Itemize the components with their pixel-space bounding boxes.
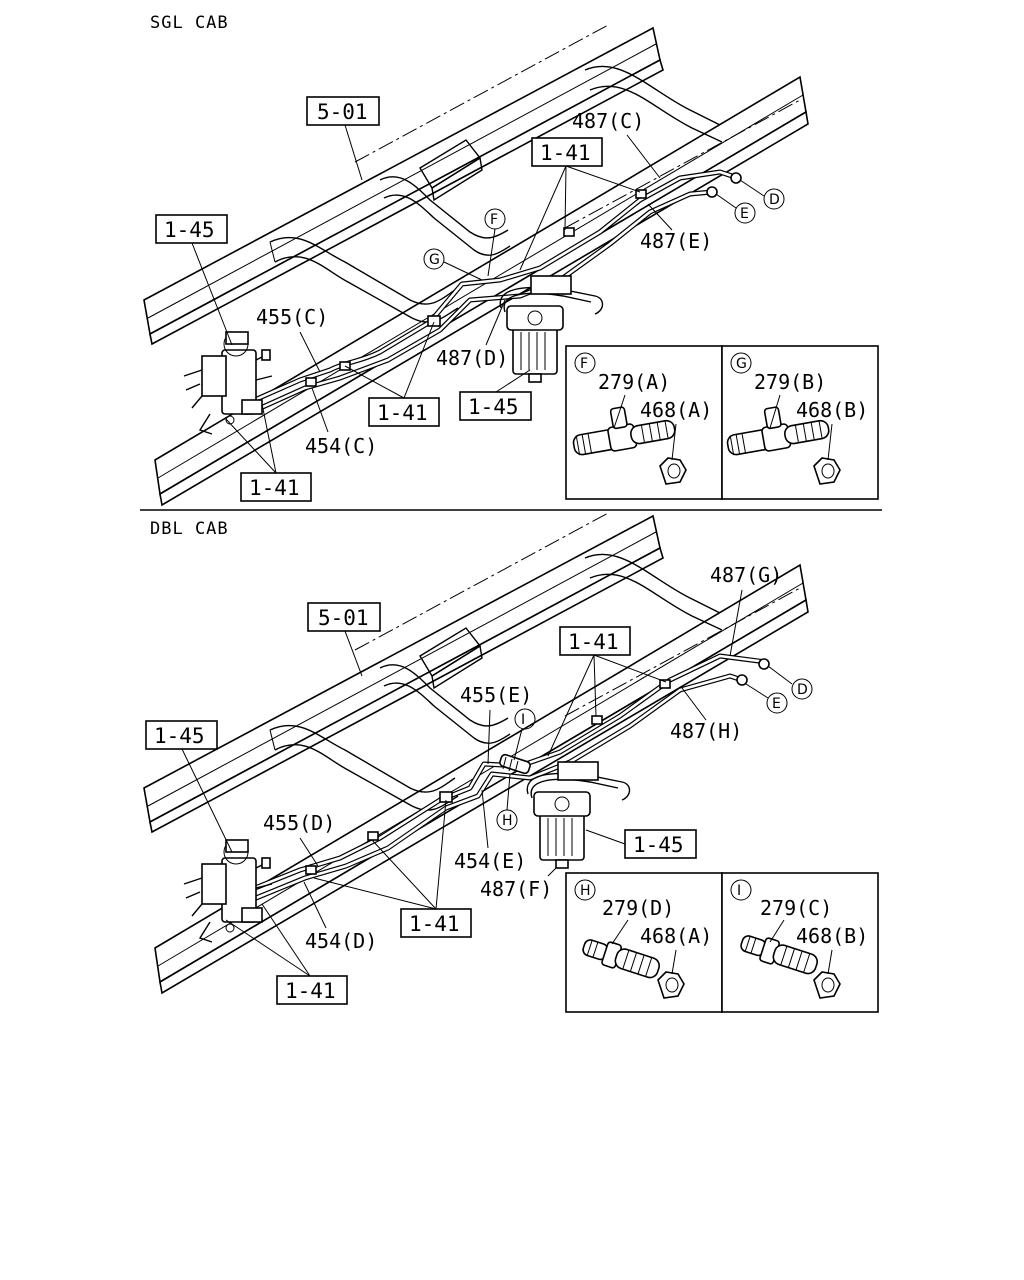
detail-f-468: 468(A) <box>640 398 712 422</box>
svg-text:D: D <box>769 192 780 208</box>
sgl-ref-1-41-top: 1-41 <box>540 141 591 165</box>
svg-text:E: E <box>740 206 749 222</box>
dbl-detail-h: H 279(D) 468(A) <box>565 872 723 1013</box>
dbl-label-455d: 455(D) <box>263 811 335 835</box>
dbl-ref-1-45-left: 1-45 <box>154 724 205 748</box>
svg-text:I: I <box>521 712 525 728</box>
detail-i-279: 279(C) <box>760 896 832 920</box>
sgl-chassis-drawing <box>143 23 809 506</box>
sgl-ref-5-01: 5-01 <box>317 100 368 124</box>
sgl-marker-f: F <box>484 208 506 277</box>
dbl-marker-d: D <box>767 665 813 700</box>
sgl-detail-f: F 279(A) 468(A) <box>565 345 723 500</box>
sgl-ref-1-45-right: 1-45 <box>468 395 519 419</box>
svg-text:H: H <box>502 813 513 829</box>
dbl-label-487h: 487(H) <box>670 719 742 743</box>
svg-text:G: G <box>429 252 440 268</box>
svg-text:D: D <box>797 682 808 698</box>
detail-f-279: 279(A) <box>598 370 670 394</box>
dbl-marker-h: H <box>496 773 518 831</box>
dbl-ref-1-45-right: 1-45 <box>633 833 684 857</box>
svg-text:I: I <box>737 883 741 899</box>
sgl-label-454c: 454(C) <box>305 434 377 458</box>
dbl-marker-e: E <box>745 683 788 714</box>
svg-text:E: E <box>772 696 781 712</box>
dbl-label-487f: 487(F) <box>480 877 552 901</box>
dbl-label-487g: 487(G) <box>710 563 782 587</box>
sgl-ref-1-41-mid: 1-41 <box>377 401 428 425</box>
dbl-label-455e: 455(E) <box>460 683 532 707</box>
dbl-label-454d: 454(D) <box>305 929 377 953</box>
sgl-detail-g: G 279(B) 468(B) <box>721 345 879 500</box>
sgl-label-487c: 487(C) <box>572 109 644 133</box>
dbl-ref-1-41-mid: 1-41 <box>409 912 460 936</box>
detail-h-468: 468(A) <box>640 924 712 948</box>
svg-text:H: H <box>580 883 591 899</box>
sgl-label-455c: 455(C) <box>256 305 328 329</box>
sgl-marker-e: E <box>715 193 756 224</box>
sgl-marker-d: D <box>739 179 785 210</box>
dbl-ref-1-41-bottom: 1-41 <box>285 979 336 1003</box>
detail-g-468: 468(B) <box>796 398 868 422</box>
sgl-ref-1-45-left: 1-45 <box>164 218 215 242</box>
sgl-marker-g: G <box>423 248 483 281</box>
detail-h-279: 279(D) <box>602 896 674 920</box>
detail-g-279: 279(B) <box>754 370 826 394</box>
sgl-ref-1-41-bottom: 1-41 <box>249 476 300 500</box>
detail-i-468: 468(B) <box>796 924 868 948</box>
sgl-cab-title: SGL CAB <box>150 13 229 33</box>
dbl-detail-i: I 279(C) 468(B) <box>721 872 879 1013</box>
dbl-cab-title: DBL CAB <box>150 519 229 539</box>
dbl-ref-5-01: 5-01 <box>318 606 369 630</box>
sgl-callouts: 5-01 487(C) 1-41 D E 487(E) F G <box>155 96 785 502</box>
dbl-callouts: 487(G) 5-01 1-41 D E 455(E) 487(H) I <box>145 563 813 1005</box>
sgl-label-487d: 487(D) <box>436 346 508 370</box>
dbl-label-454e: 454(E) <box>454 849 526 873</box>
dbl-chassis-drawing <box>143 511 809 994</box>
dbl-marker-i: I <box>513 708 536 761</box>
sgl-label-487e: 487(E) <box>640 229 712 253</box>
svg-text:G: G <box>736 356 747 372</box>
dbl-ref-1-41-top: 1-41 <box>568 630 619 654</box>
svg-text:F: F <box>580 356 588 372</box>
svg-text:F: F <box>490 212 498 228</box>
